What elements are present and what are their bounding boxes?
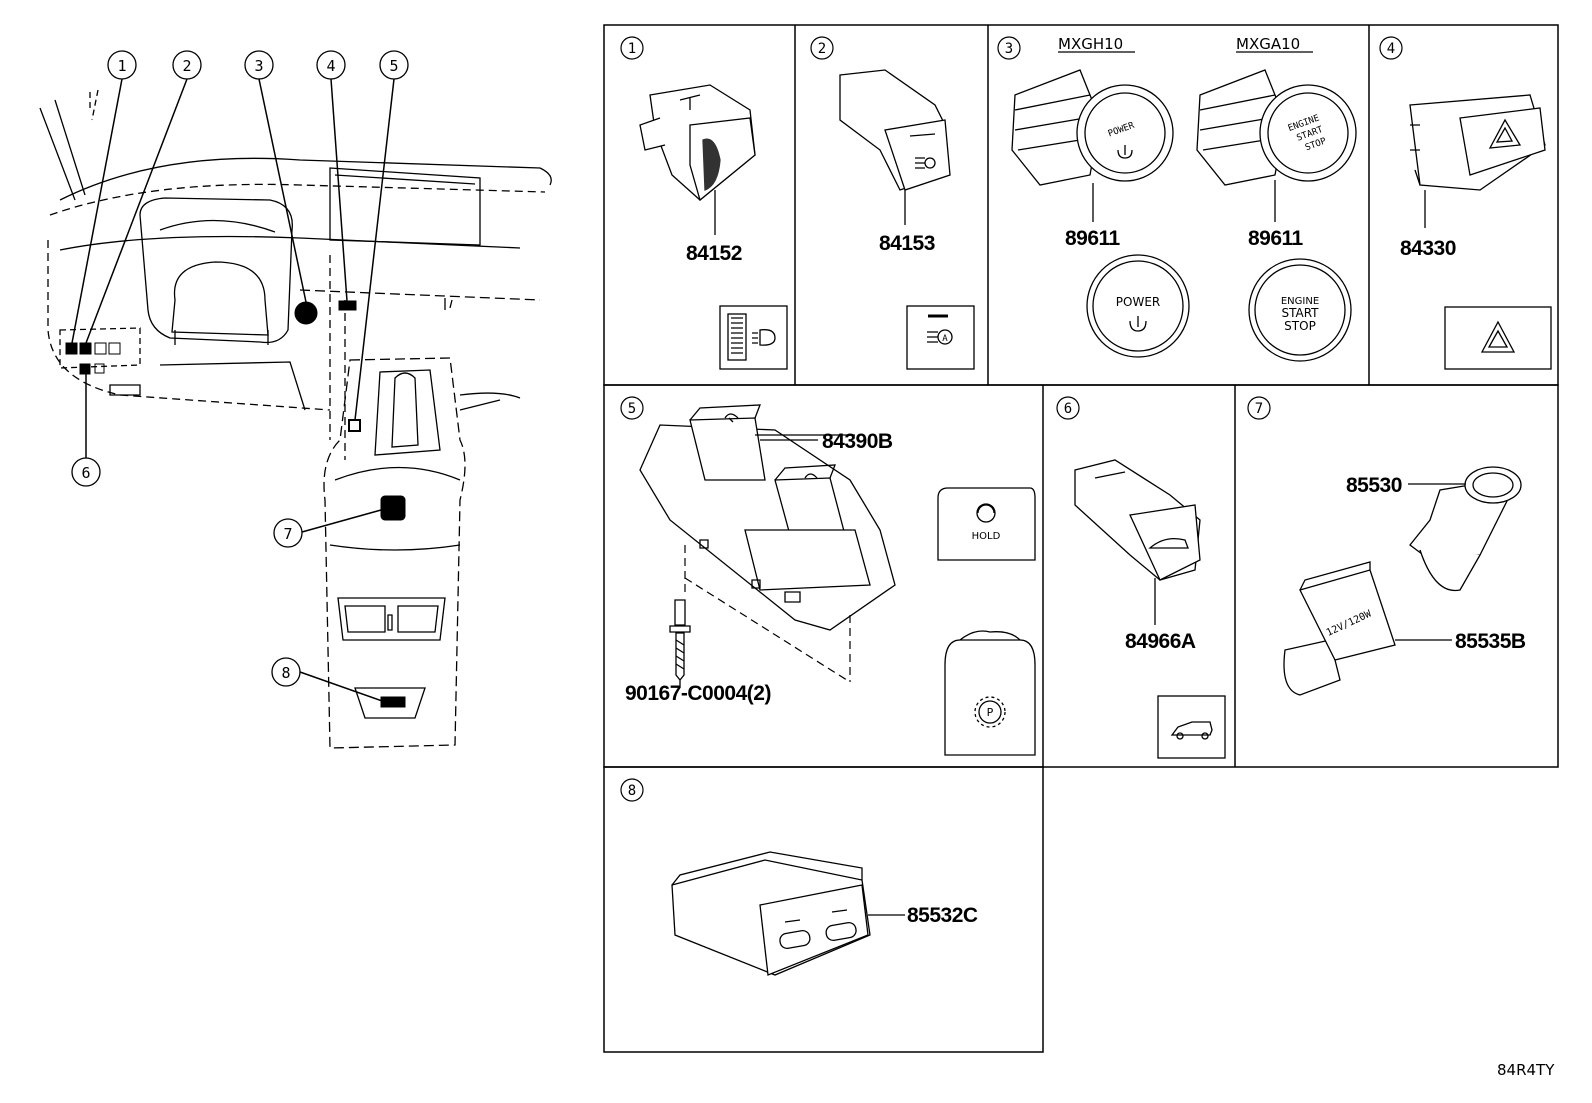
hold-label: HOLD [972, 531, 1001, 542]
diagram-code: 84R4TY [1497, 1061, 1555, 1079]
panel-6-switch [1074, 459, 1201, 625]
svg-text:2: 2 [818, 41, 826, 57]
p-label: P [987, 706, 994, 719]
svg-text:3: 3 [254, 57, 263, 75]
overview-callout: 4 [316, 50, 346, 80]
power-socket-85535B [1283, 561, 1396, 696]
overview-callout: 8 [271, 657, 301, 687]
svg-text:5: 5 [628, 401, 636, 417]
power-label: POWER [1116, 295, 1160, 309]
part-number-84153: 84153 [879, 232, 935, 255]
dimmer-icon [719, 305, 788, 370]
part-number-85530: 85530 [1346, 474, 1402, 497]
stop-label: STOP [1284, 319, 1316, 333]
svg-text:1: 1 [628, 41, 636, 57]
overview-callout: 1 [107, 50, 137, 80]
start-stop-switch-mxga10 [1196, 69, 1357, 222]
overview-callout: 7 [273, 518, 303, 548]
overview-callouts: 1 2 3 4 5 6 7 8 [71, 50, 409, 687]
panel-number-4: 4 [1379, 36, 1403, 60]
part-number-89611-a: 89611 [1065, 227, 1121, 250]
svg-text:7: 7 [283, 525, 292, 543]
panel-number-7: 7 [1247, 396, 1271, 420]
model-label-mxgh10: MXGH10 [1058, 35, 1123, 53]
auto-level-icon: A [906, 305, 975, 370]
svg-text:8: 8 [628, 783, 636, 799]
overview-callout: 2 [172, 50, 202, 80]
svg-text:7: 7 [1255, 401, 1263, 417]
part-number-90167-C0004: 90167-C0004(2) [625, 682, 771, 705]
panel-1-switch [639, 84, 756, 235]
svg-text:3: 3 [1005, 41, 1013, 57]
assembly-dashed-leaders [684, 545, 851, 683]
screw [669, 599, 691, 682]
svg-text:4: 4 [326, 57, 335, 75]
power-outlet-85530 [1409, 466, 1522, 592]
callout-leaders [71, 78, 395, 703]
engine-start-stop-icon [1248, 258, 1352, 362]
svg-text:5: 5 [389, 57, 398, 75]
power-button-icon [1086, 254, 1190, 358]
panel-number-3: 3 [997, 36, 1021, 60]
part-number-89611-b: 89611 [1248, 227, 1304, 250]
hazard-icon [1444, 306, 1552, 370]
panel-number-6: 6 [1056, 396, 1080, 420]
power-switch-mxgh10 [1011, 69, 1174, 222]
panel-number-5: 5 [620, 396, 644, 420]
off-road-vehicle-icon [1157, 695, 1226, 759]
svg-text:2: 2 [182, 57, 191, 75]
overview-callout: 5 [379, 50, 409, 80]
parking-brake-icon [944, 630, 1036, 756]
panel-number-2: 2 [810, 36, 834, 60]
overview-part-markers [65, 300, 406, 708]
epb-hold-switch-assembly [639, 404, 896, 631]
start-label: START [1281, 306, 1319, 320]
svg-text:6: 6 [81, 464, 90, 482]
panel-number-1: 1 [620, 36, 644, 60]
model-label-mxga10: MXGA10 [1236, 35, 1300, 53]
overview-callout: 3 [244, 50, 274, 80]
panel-2-switch [839, 69, 951, 225]
part-number-84152: 84152 [686, 242, 742, 265]
panel-numbers: 1 2 3 4 5 6 7 8 [620, 36, 1403, 802]
svg-text:8: 8 [281, 664, 290, 682]
part-number-84330: 84330 [1400, 237, 1456, 260]
part-number-85535B: 85535B [1455, 630, 1526, 653]
hold-button-icon [937, 487, 1036, 561]
engine-label: ENGINE [1281, 296, 1319, 307]
part-number-84966A: 84966A [1125, 630, 1196, 653]
panel-grid [603, 24, 1559, 1053]
usb-charger-85532C [671, 851, 871, 976]
part-number-84390B: 84390B [822, 430, 893, 453]
panel-number-8: 8 [620, 778, 644, 802]
hazard-switch [1409, 94, 1546, 228]
svg-text:A: A [942, 334, 948, 344]
svg-text:1: 1 [117, 57, 126, 75]
vehicle-interior-overview [39, 89, 552, 749]
overview-callout: 6 [71, 457, 101, 487]
part-number-85532C: 85532C [907, 904, 978, 927]
svg-text:4: 4 [1387, 41, 1395, 57]
svg-text:6: 6 [1064, 401, 1072, 417]
